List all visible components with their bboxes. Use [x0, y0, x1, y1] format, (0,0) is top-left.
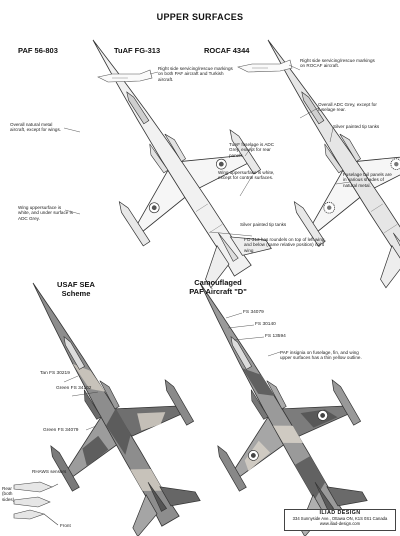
aircraft-label-usaf-line1: USAF SEA — [57, 280, 95, 289]
note-tuaf-fuselage: TuAF fuselage is ADC Grey, except for re… — [229, 142, 275, 158]
paf-tuaf-upper-view — [92, 39, 272, 289]
rhaws-sensor-sketches — [13, 481, 59, 526]
page-title: UPPER SURFACES — [156, 12, 244, 22]
note-front: Front — [60, 523, 71, 528]
rocaf-upper-view — [267, 39, 400, 289]
fs-code-usaf-tan: Tan FS 30219 — [40, 371, 70, 376]
note-fuselage-tail-panels: Fuselage tail panels are in various shad… — [343, 172, 392, 188]
usaf-sea-upper-view — [32, 282, 201, 536]
fs-code-camo-34079: FS 34079 — [243, 310, 264, 315]
fs-code-camo-13594: FS 13594 — [265, 334, 286, 339]
note-right-side-rocaf: Right side servicing/rescue markings on … — [300, 58, 375, 69]
note-overall-adc-grey: Overall ADC Grey, except for fuselage re… — [318, 102, 377, 113]
publisher-brand: ILIAD DESIGN — [319, 510, 361, 516]
paf-camo-upper-view — [199, 282, 368, 536]
note-overall-natural-metal: Overall natural metal aircraft, except f… — [10, 122, 62, 133]
note-right-side-paf-turk: Right side servicing/rescue markings on … — [158, 66, 233, 82]
aircraft-label-paf: PAF 56-803 — [18, 46, 58, 55]
note-paf-insignia: PAF insignia on fuselage, fin, and wing … — [280, 350, 362, 361]
publisher-website[interactable]: www.iliad-design.com — [319, 521, 361, 526]
servicing-sketch-rocaf — [237, 59, 293, 73]
aircraft-label-camo-line1: Camouflaged — [194, 278, 242, 287]
publisher-credit-box: ILIAD DESIGN 334 Sunnyside Ave., Ottawa … — [284, 509, 396, 531]
aircraft-label-usaf: USAF SEA Scheme — [46, 280, 106, 298]
aircraft-label-camo: Camouflaged PAF Aircraft "D" — [178, 278, 258, 296]
note-wing-upper-white-adc: Wing uppersurface is white, and under su… — [18, 205, 73, 221]
note-rhaws-sensors: RHAWS sensors — [32, 469, 67, 474]
servicing-sketch-paf — [97, 69, 153, 83]
fs-code-usaf-green1: Green FS 34102 — [56, 386, 92, 391]
publisher-address: 334 Sunnyside Ave., Ottawa ON, K1S 0S1 C… — [292, 516, 388, 521]
aircraft-label-rocaf: ROCAF 4344 — [204, 46, 250, 55]
aircraft-label-tuaf: TuAF FG-313 — [114, 46, 161, 55]
note-rear-both-sides: Rear (both sides) — [2, 486, 15, 502]
note-wing-upper-white-control: Wing uppersurface is white, except for c… — [218, 170, 275, 181]
aircraft-label-camo-line2: PAF Aircraft "D" — [189, 287, 247, 296]
fs-code-usaf-green2: Green FS 34079 — [43, 428, 79, 433]
note-fg313-roundels: FG-313 has roundels on top of left wing,… — [244, 237, 326, 253]
aircraft-label-usaf-line2: Scheme — [61, 289, 91, 298]
note-silver-tip-tanks-1: Silver painted tip tanks — [333, 124, 380, 129]
note-silver-tip-tanks-2: Silver painted tip tanks — [240, 222, 287, 227]
leader-lines — [63, 64, 351, 431]
fs-code-camo-30140: FS 30140 — [255, 322, 276, 327]
